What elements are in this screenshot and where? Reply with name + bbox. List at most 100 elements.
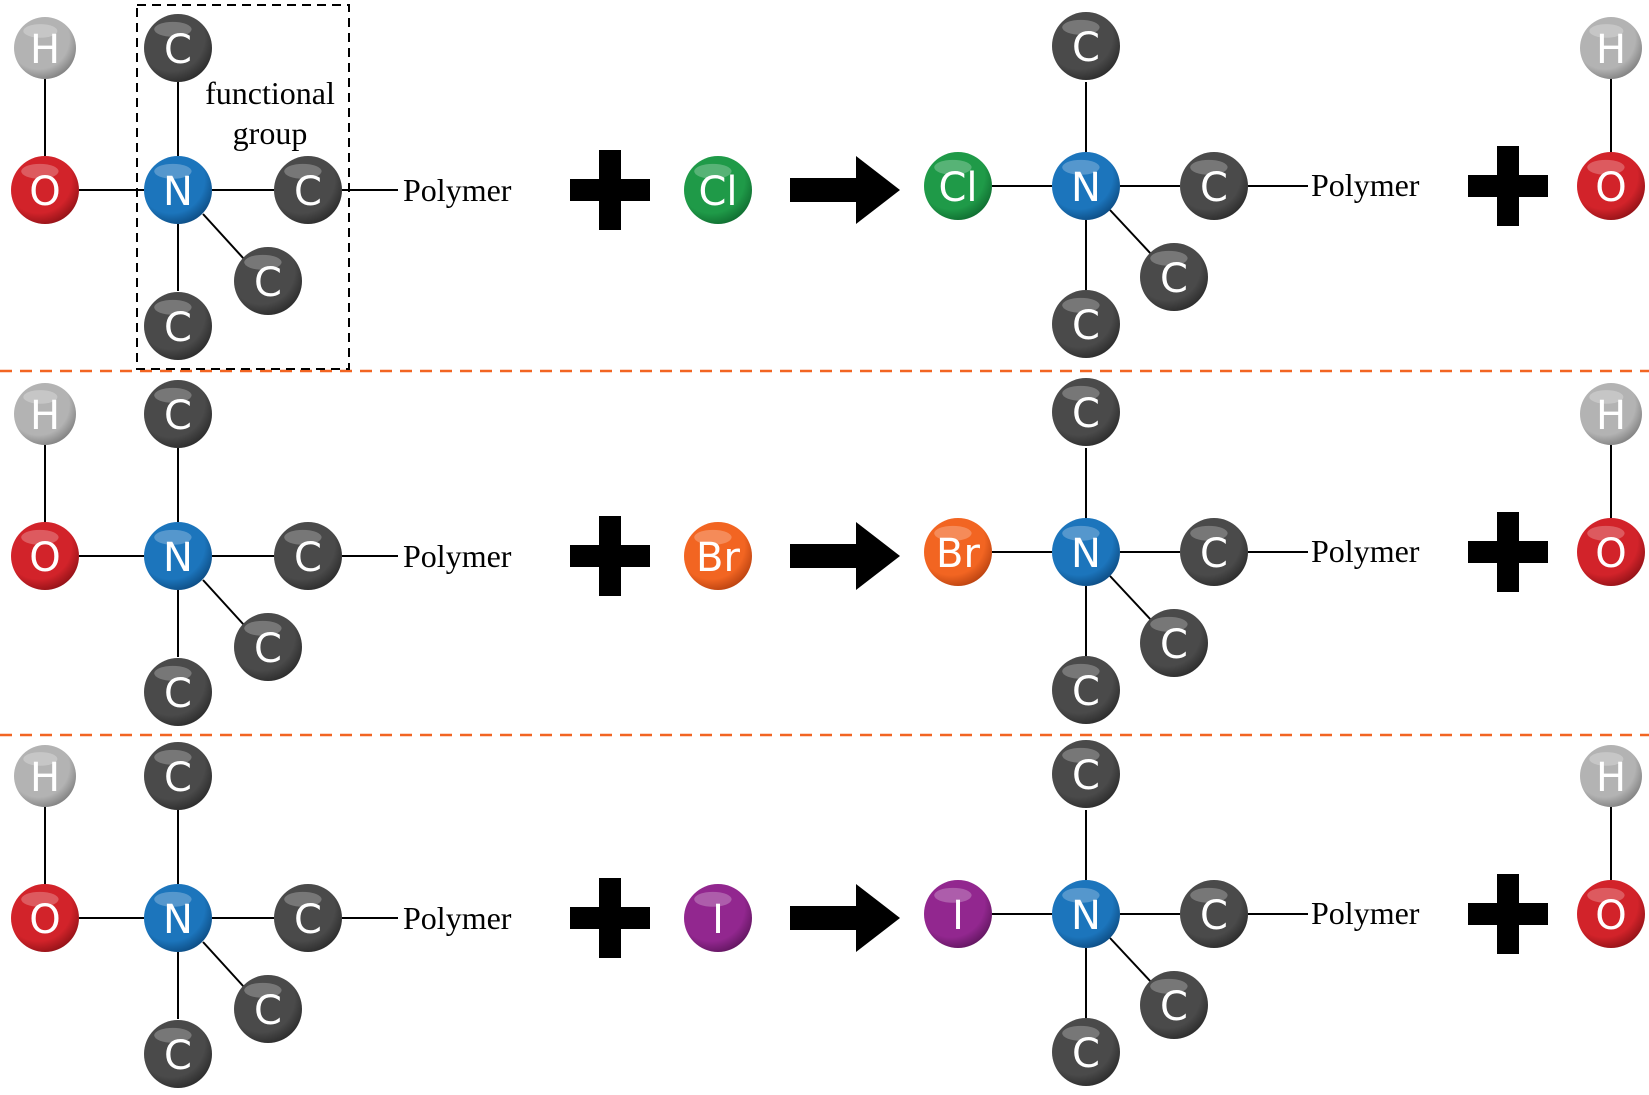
atom-h-label: H [1596,27,1626,73]
atom-highlight [1589,390,1624,404]
atom-o-sphere [11,156,79,224]
atom-highlight [244,982,282,998]
atom-n-label: N [1071,893,1101,939]
bond [202,941,245,988]
polymer-label: Polymer [403,172,512,208]
atom-h-sphere [14,383,76,445]
atom-highlight [1062,663,1100,679]
atom-c: C [234,247,302,315]
atom-o-label: O [1595,531,1626,577]
atom-highlight [1062,747,1100,763]
atom-highlight [21,891,59,907]
atom-c: C [144,380,212,448]
atom-c: C [1052,378,1120,446]
atom-n-sphere [1052,152,1120,220]
atom-h-label: H [1596,393,1626,439]
atom-c-label: C [1160,984,1188,1030]
atom-highlight [1589,752,1624,766]
atom-c-label: C [164,305,192,351]
bond [1109,209,1153,256]
atom-c: C [144,14,212,82]
hydroxyl-product: HO [1577,383,1645,586]
atom-o-label: O [29,535,60,581]
polymer-label: Polymer [403,900,512,936]
plus-icon [1468,146,1548,226]
atom-c-sphere [144,742,212,810]
atom-highlight [154,749,192,765]
plus-icon [1468,874,1548,954]
atom-highlight [23,752,58,766]
functional-group-box: functional group [136,4,350,370]
atom-c: C [1052,740,1120,808]
hydroxyl-product: HO [1577,745,1645,948]
atom-c: C [1140,971,1208,1039]
hydroxyl-product: HO [1577,17,1645,220]
atom-highlight [1150,616,1188,632]
atom-h-sphere [14,17,76,79]
atom-highlight [1062,159,1100,175]
atom-h-sphere [14,745,76,807]
atom-h-label: H [30,27,60,73]
atom-c: C [1052,656,1120,724]
atom-highlight [154,529,192,545]
atom-c-label: C [294,535,322,581]
atom-c-sphere [144,658,212,726]
atom-o-sphere [11,884,79,952]
atom-o: O [1577,518,1645,586]
atom-c-sphere [1052,12,1120,80]
atom-o: O [1577,880,1645,948]
atom-c-label: C [254,260,282,306]
atom-c-sphere [274,884,342,952]
bond [1109,575,1153,622]
atom-br: Br [684,522,752,590]
atom-c-label: C [294,897,322,943]
atom-n-sphere [1052,880,1120,948]
atom-n-label: N [163,897,193,943]
row-dividers [0,369,1649,737]
functional-group-label-line1: functional [205,75,335,111]
atom-highlight [23,24,58,38]
polymer-label: Polymer [1311,533,1420,569]
atom-n-label: N [163,535,193,581]
atom-highlight [694,529,732,545]
atom-highlight [244,254,282,270]
atom-c-label: C [1072,303,1100,349]
atom-c-sphere [234,975,302,1043]
bond [202,213,245,260]
atom-cl-sphere [924,152,992,220]
atom-cl-sphere [684,156,752,224]
functional-group-outline [136,4,350,370]
atom-c: C [1180,880,1248,948]
atom-h-label: H [30,755,60,801]
atom-h: H [1580,745,1642,807]
atom-c-label: C [254,988,282,1034]
atom-c-label: C [294,169,322,215]
atom-highlight [934,887,972,903]
atom-i-sphere [924,880,992,948]
atom-c-sphere [1140,971,1208,1039]
atom-c: C [1180,152,1248,220]
atom-c-sphere [1180,880,1248,948]
atom-highlight [694,891,732,907]
atom-c: C [1140,243,1208,311]
atom-cl-label: Cl [938,165,977,211]
reaction-arrow-icon [790,884,900,952]
atom-c: C [274,522,342,590]
atom-cl: Cl [684,156,752,224]
atom-highlight [154,665,192,681]
atom-h: H [14,745,76,807]
atom-c: C [144,292,212,360]
atom-c: C [144,1020,212,1088]
atom-c: C [274,884,342,952]
atom-i: I [684,884,752,952]
atom-c-label: C [1160,256,1188,302]
atom-c: C [1052,1018,1120,1086]
atom-c: C [234,975,302,1043]
atom-highlight [244,620,282,636]
atom-c-sphere [1180,152,1248,220]
